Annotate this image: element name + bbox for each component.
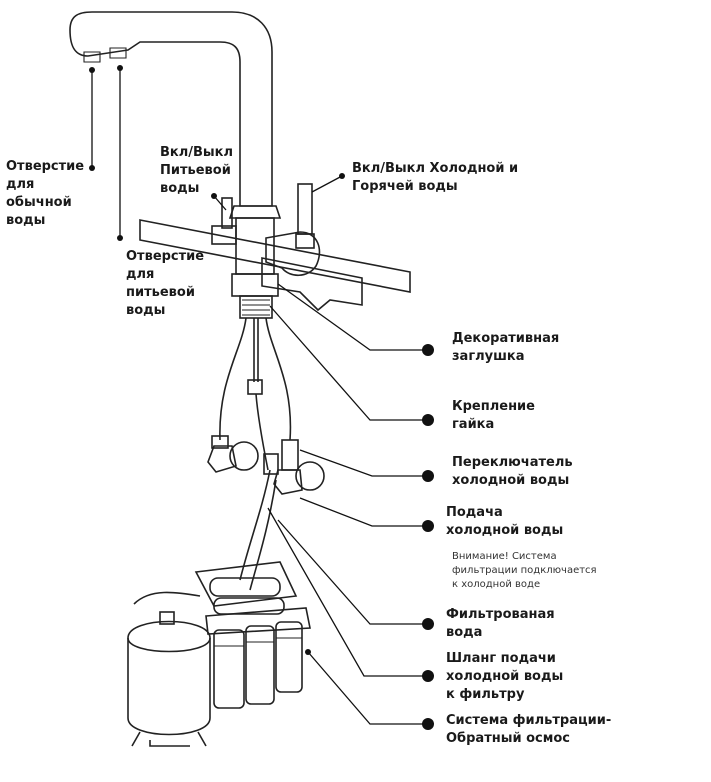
label-cold-water-supply: Подача холодной воды	[446, 505, 564, 538]
label-cold-water-switch: Переключатель холодной воды	[452, 455, 573, 488]
angle-valves	[207, 435, 325, 495]
filtration-unit	[194, 561, 311, 709]
label-cold-hot-switch: Вкл/Выкл Холодной и Горячей воды	[352, 161, 519, 194]
label-filtration-system: Система фильтрации- Обратный осмос	[446, 713, 612, 746]
storage-tank	[127, 591, 211, 747]
faucet-body	[211, 205, 321, 319]
label-cold-water-hose: Шланг подачи холодной воды к фильтру	[446, 651, 564, 702]
label-mounting-nut: Крепление гайка	[452, 399, 535, 432]
label-drinking-water-switch: Вкл/Выкл Питьевой воды	[160, 145, 234, 196]
supply-hoses	[219, 317, 292, 591]
faucet-handles	[221, 183, 315, 249]
attention-note: Внимание! Система фильтрации подключаетс…	[452, 551, 597, 590]
leader-lines	[89, 65, 434, 730]
label-hole-drinking-water: Отверстие для питьевой воды	[126, 249, 205, 318]
label-decorative-cap: Декоративная заглушка	[452, 331, 560, 364]
label-hole-regular-water: Отверстие для обычной воды	[6, 159, 85, 228]
label-filtered-water: Фильтрованая вода	[446, 607, 555, 640]
